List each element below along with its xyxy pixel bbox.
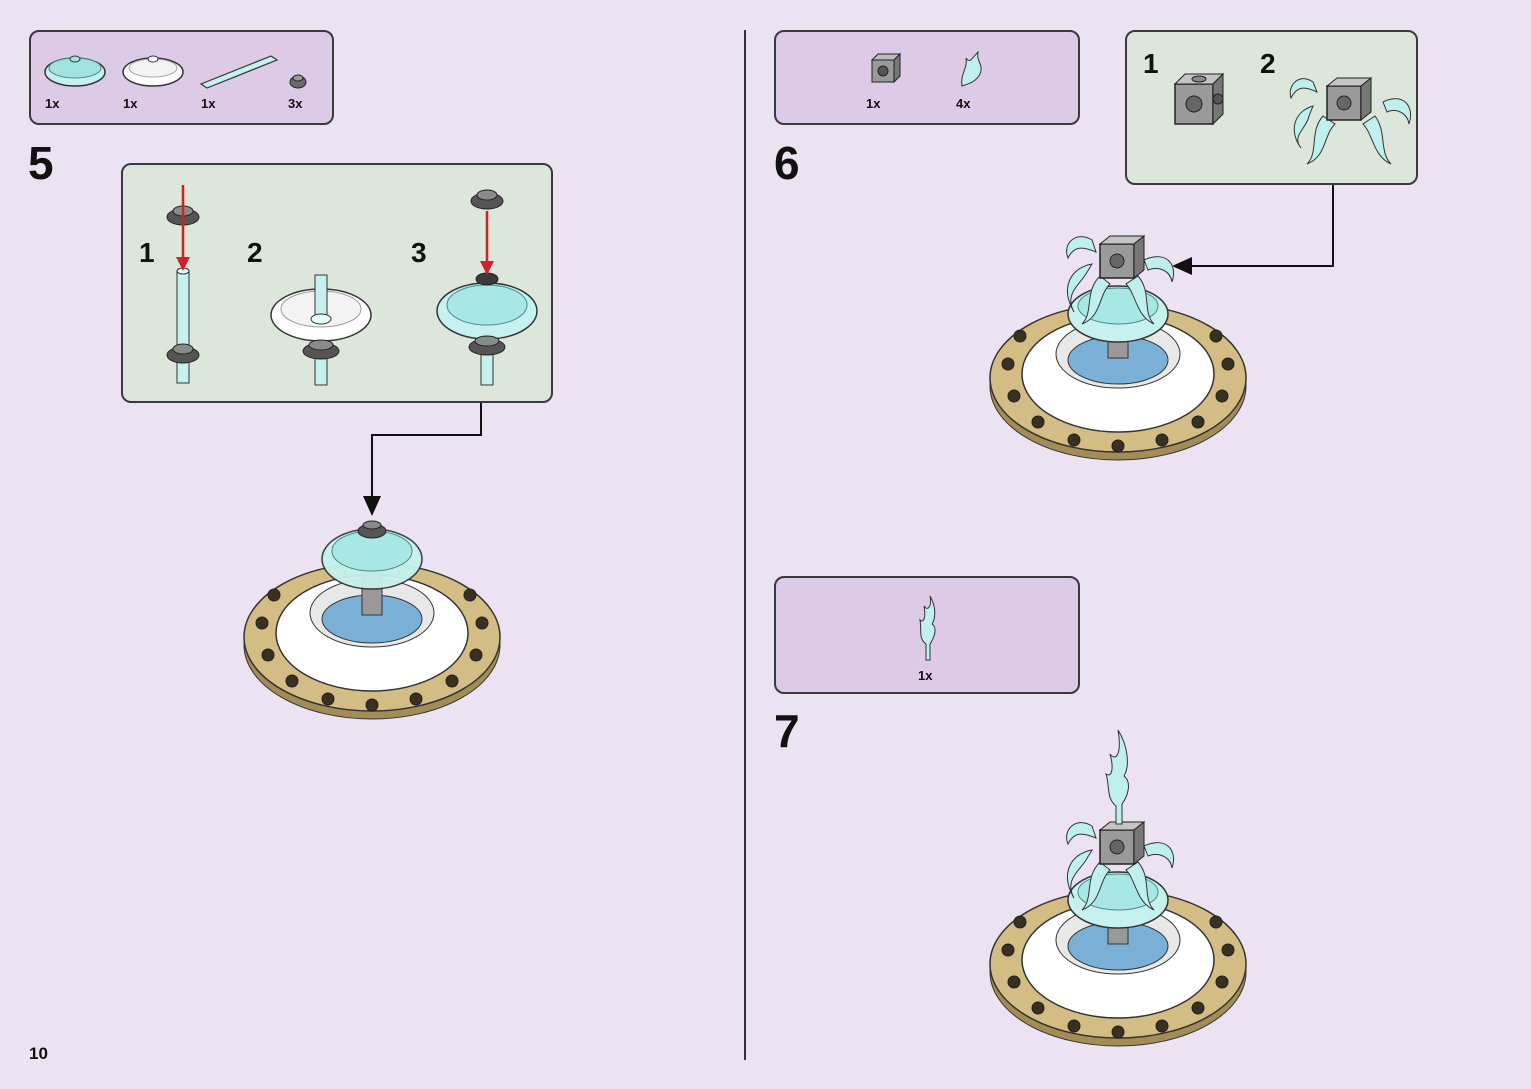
part-qty: 3x	[288, 96, 303, 111]
fountain-base-model-illustration	[243, 520, 501, 720]
step7-parts-box: 1x	[774, 576, 1080, 694]
step6-subassembly-box: 1 2	[1125, 30, 1418, 185]
page-number: 10	[29, 1044, 48, 1063]
trans-flame-icon	[919, 595, 936, 661]
part-qty: 1x	[201, 96, 216, 111]
step-number: 7	[774, 705, 800, 757]
step-number: 5	[28, 137, 54, 189]
trans-clear-dish-icon	[44, 55, 106, 87]
gray-brick-with-studs-icon	[870, 52, 902, 84]
white-dish-icon	[122, 55, 184, 87]
substep-number: 1	[139, 237, 155, 268]
page-divider	[744, 30, 746, 1060]
part-qty: 1x	[123, 96, 138, 111]
step5-subassembly-box: 1 2 3	[121, 163, 553, 403]
completed-fountain-model-illustration	[989, 729, 1247, 1047]
trans-dish-assembly-illustration	[436, 189, 538, 386]
step5-parts-box: 1x 1x 1x 3x	[29, 30, 334, 125]
part-qty: 1x	[45, 96, 60, 111]
bar-assembly-illustration	[166, 185, 200, 384]
trans-flame-tendril-icon	[961, 50, 982, 87]
step-number: 6	[774, 137, 800, 189]
step6-parts-box: 1x 4x	[774, 30, 1080, 125]
substep-number: 1	[1143, 48, 1159, 79]
substep-number: 2	[1260, 48, 1276, 79]
trans-light-blue-bar-icon	[199, 55, 279, 89]
substep-number: 2	[247, 237, 263, 268]
part-qty: 4x	[956, 96, 971, 111]
brick-with-tendrils-illustration	[1289, 76, 1411, 165]
white-dish-assembly-illustration	[270, 274, 372, 386]
fountain-with-tendrils-model-illustration	[989, 234, 1247, 461]
dark-gray-round-plate-icon	[289, 74, 307, 89]
gray-brick-illustration	[1173, 72, 1225, 126]
substep-number: 3	[411, 237, 427, 268]
part-qty: 1x	[866, 96, 881, 111]
part-qty: 1x	[918, 668, 933, 683]
